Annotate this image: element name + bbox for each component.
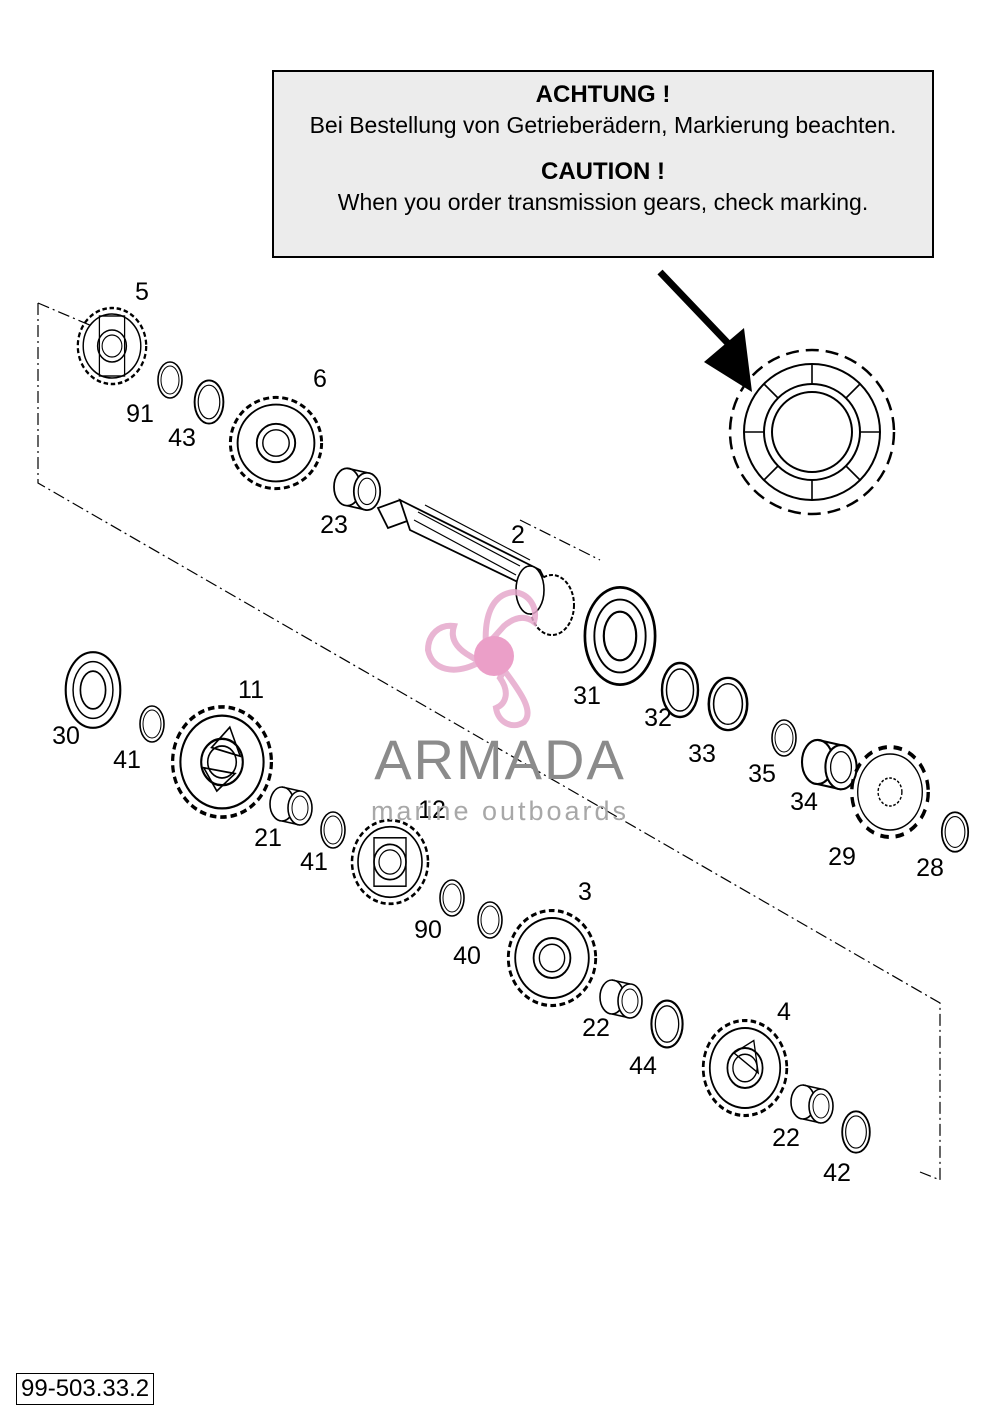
o-ring-35	[771, 719, 797, 757]
diagram-reference-number: 99-503.33.2	[16, 1373, 155, 1405]
part-label-p11: 11	[238, 676, 264, 704]
bush-34	[800, 738, 858, 791]
bearing-31	[583, 586, 657, 686]
seal-ring-33	[707, 676, 749, 732]
caution-box: ACHTUNG ! Bei Bestellung von Getrieberäd…	[272, 70, 934, 258]
part-label-p91: 91	[126, 400, 154, 428]
washer-43	[193, 379, 225, 425]
caution-title-en: CAUTION !	[541, 158, 665, 185]
part-label-p40: 40	[453, 942, 481, 970]
circlip-28	[940, 811, 970, 853]
watermark-brand: ARMADA	[374, 728, 626, 791]
part-label-p5: 5	[135, 278, 149, 306]
watermark-subtitle: marine outboards	[370, 796, 630, 826]
caution-text-en: When you order transmission gears, check…	[337, 189, 869, 215]
sprocket-29	[850, 745, 930, 839]
bush-21	[269, 786, 313, 826]
part-label-p33: 33	[688, 740, 716, 768]
circlip-90	[439, 879, 465, 917]
part-label-p31: 31	[573, 682, 601, 710]
gear-6	[228, 395, 324, 491]
bearing-30	[64, 651, 122, 729]
caution-text-de: Bei Bestellung von Getrieberädern, Marki…	[309, 112, 897, 138]
gear-12	[350, 818, 430, 906]
gear-11	[170, 705, 274, 819]
part-label-p41a: 41	[113, 746, 141, 774]
gear-3	[506, 908, 598, 1008]
watermark-logo-icon	[424, 588, 538, 729]
part-label-p44: 44	[629, 1052, 657, 1080]
washer-40	[477, 901, 503, 939]
part-label-p42: 42	[823, 1159, 851, 1187]
part-label-p30: 30	[52, 722, 80, 750]
part-label-p35: 35	[748, 760, 776, 788]
marking-arrow	[657, 269, 752, 392]
part-label-p22a: 22	[582, 1014, 610, 1042]
washer-44	[650, 999, 684, 1049]
part-label-p2: 2	[511, 521, 525, 549]
washer-41-upper	[139, 705, 165, 743]
bush-22-lower	[790, 1084, 834, 1124]
gear-5	[76, 306, 148, 386]
part-label-p22b: 22	[772, 1124, 800, 1152]
bush-22-upper	[599, 979, 643, 1019]
part-label-p29: 29	[828, 843, 856, 871]
part-label-p4: 4	[777, 998, 791, 1026]
part-label-p23: 23	[320, 511, 348, 539]
part-label-p41b: 41	[300, 848, 328, 876]
part-label-p32: 32	[644, 704, 672, 732]
part-label-p90: 90	[414, 916, 442, 944]
part-label-p6: 6	[313, 365, 327, 393]
part-label-p28: 28	[916, 854, 944, 882]
part-label-p43: 43	[168, 424, 196, 452]
part-label-p3: 3	[578, 878, 592, 906]
caution-title-de: ACHTUNG !	[535, 81, 671, 108]
gear-4	[701, 1018, 789, 1118]
part-label-p12: 12	[418, 796, 446, 824]
washer-42	[841, 1110, 871, 1154]
marked-gear-detail	[728, 348, 896, 516]
main-shaft-2	[376, 498, 575, 636]
circlip-91	[157, 361, 183, 399]
needle-bearing-23	[333, 467, 382, 511]
part-label-p21: 21	[254, 824, 282, 852]
part-label-p34: 34	[790, 788, 818, 816]
